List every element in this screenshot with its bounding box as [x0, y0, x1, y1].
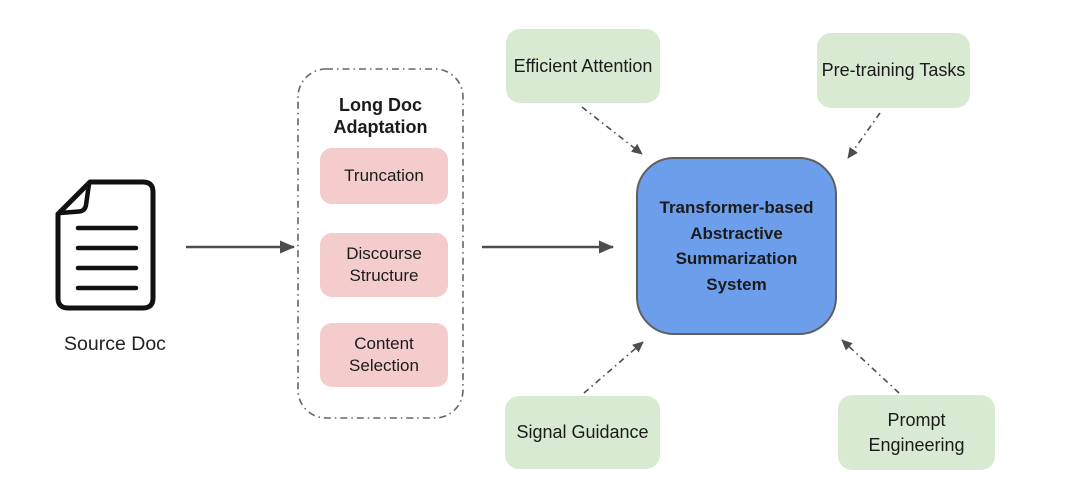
- adaptation-item-content-selection: Content Selection: [320, 323, 448, 387]
- adaptation-group-outline: [297, 68, 464, 419]
- adaptation-group-title: Long Doc Adaptation: [333, 94, 428, 138]
- system-box: Transformer-based Abstractive Summarizat…: [636, 157, 837, 335]
- technique-box-prompt-engineering: Prompt Engineering: [838, 395, 995, 470]
- technique-box-pretraining-tasks: Pre-training Tasks: [817, 33, 970, 108]
- technique-box-signal-guidance: Signal Guidance: [505, 396, 660, 469]
- document-icon: [55, 179, 156, 311]
- arrow-efficient-attention-to-system: [581, 106, 643, 155]
- arrow-pretraining-tasks-to-system: [847, 112, 881, 159]
- arrow-signal-guidance-to-system: [583, 341, 644, 394]
- source-doc-label: Source Doc: [64, 332, 166, 355]
- technique-box-efficient-attention: Efficient Attention: [506, 29, 660, 103]
- adaptation-item-discourse-structure: Discourse Structure: [320, 233, 448, 297]
- adaptation-item-truncation: Truncation: [320, 148, 448, 204]
- arrow-prompt-engineering-to-system: [841, 339, 900, 394]
